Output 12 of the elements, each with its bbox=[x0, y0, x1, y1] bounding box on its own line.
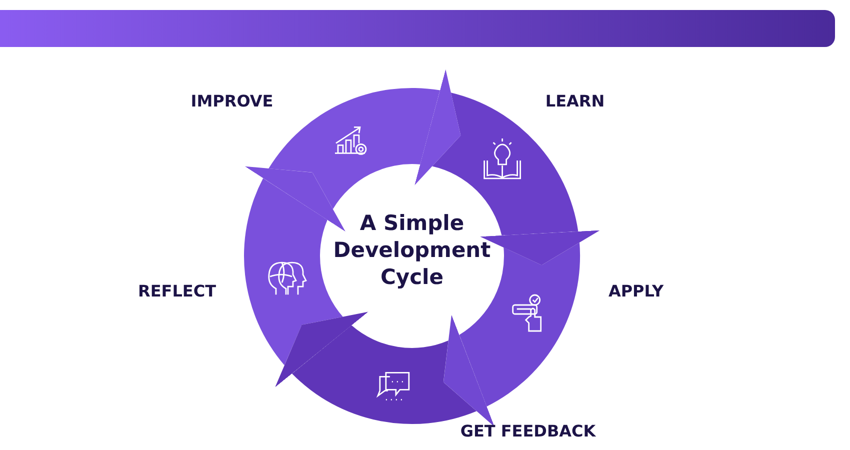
cycle-arrow bbox=[244, 166, 346, 232]
ring-segment bbox=[292, 325, 477, 424]
cycle-arrow bbox=[275, 312, 368, 388]
stage-label: APPLY bbox=[608, 282, 664, 300]
cycle-arrow bbox=[442, 314, 495, 427]
stage-label: GET FEEDBACK bbox=[460, 422, 596, 440]
stage-label: IMPROVE bbox=[190, 92, 274, 110]
stage-label: REFLECT bbox=[138, 282, 216, 300]
stage-label: LEARN bbox=[545, 92, 605, 110]
cycle-arrow bbox=[480, 230, 600, 266]
cycle-title: A Simple Development Cycle bbox=[330, 210, 494, 291]
cycle-arrow bbox=[414, 69, 462, 186]
